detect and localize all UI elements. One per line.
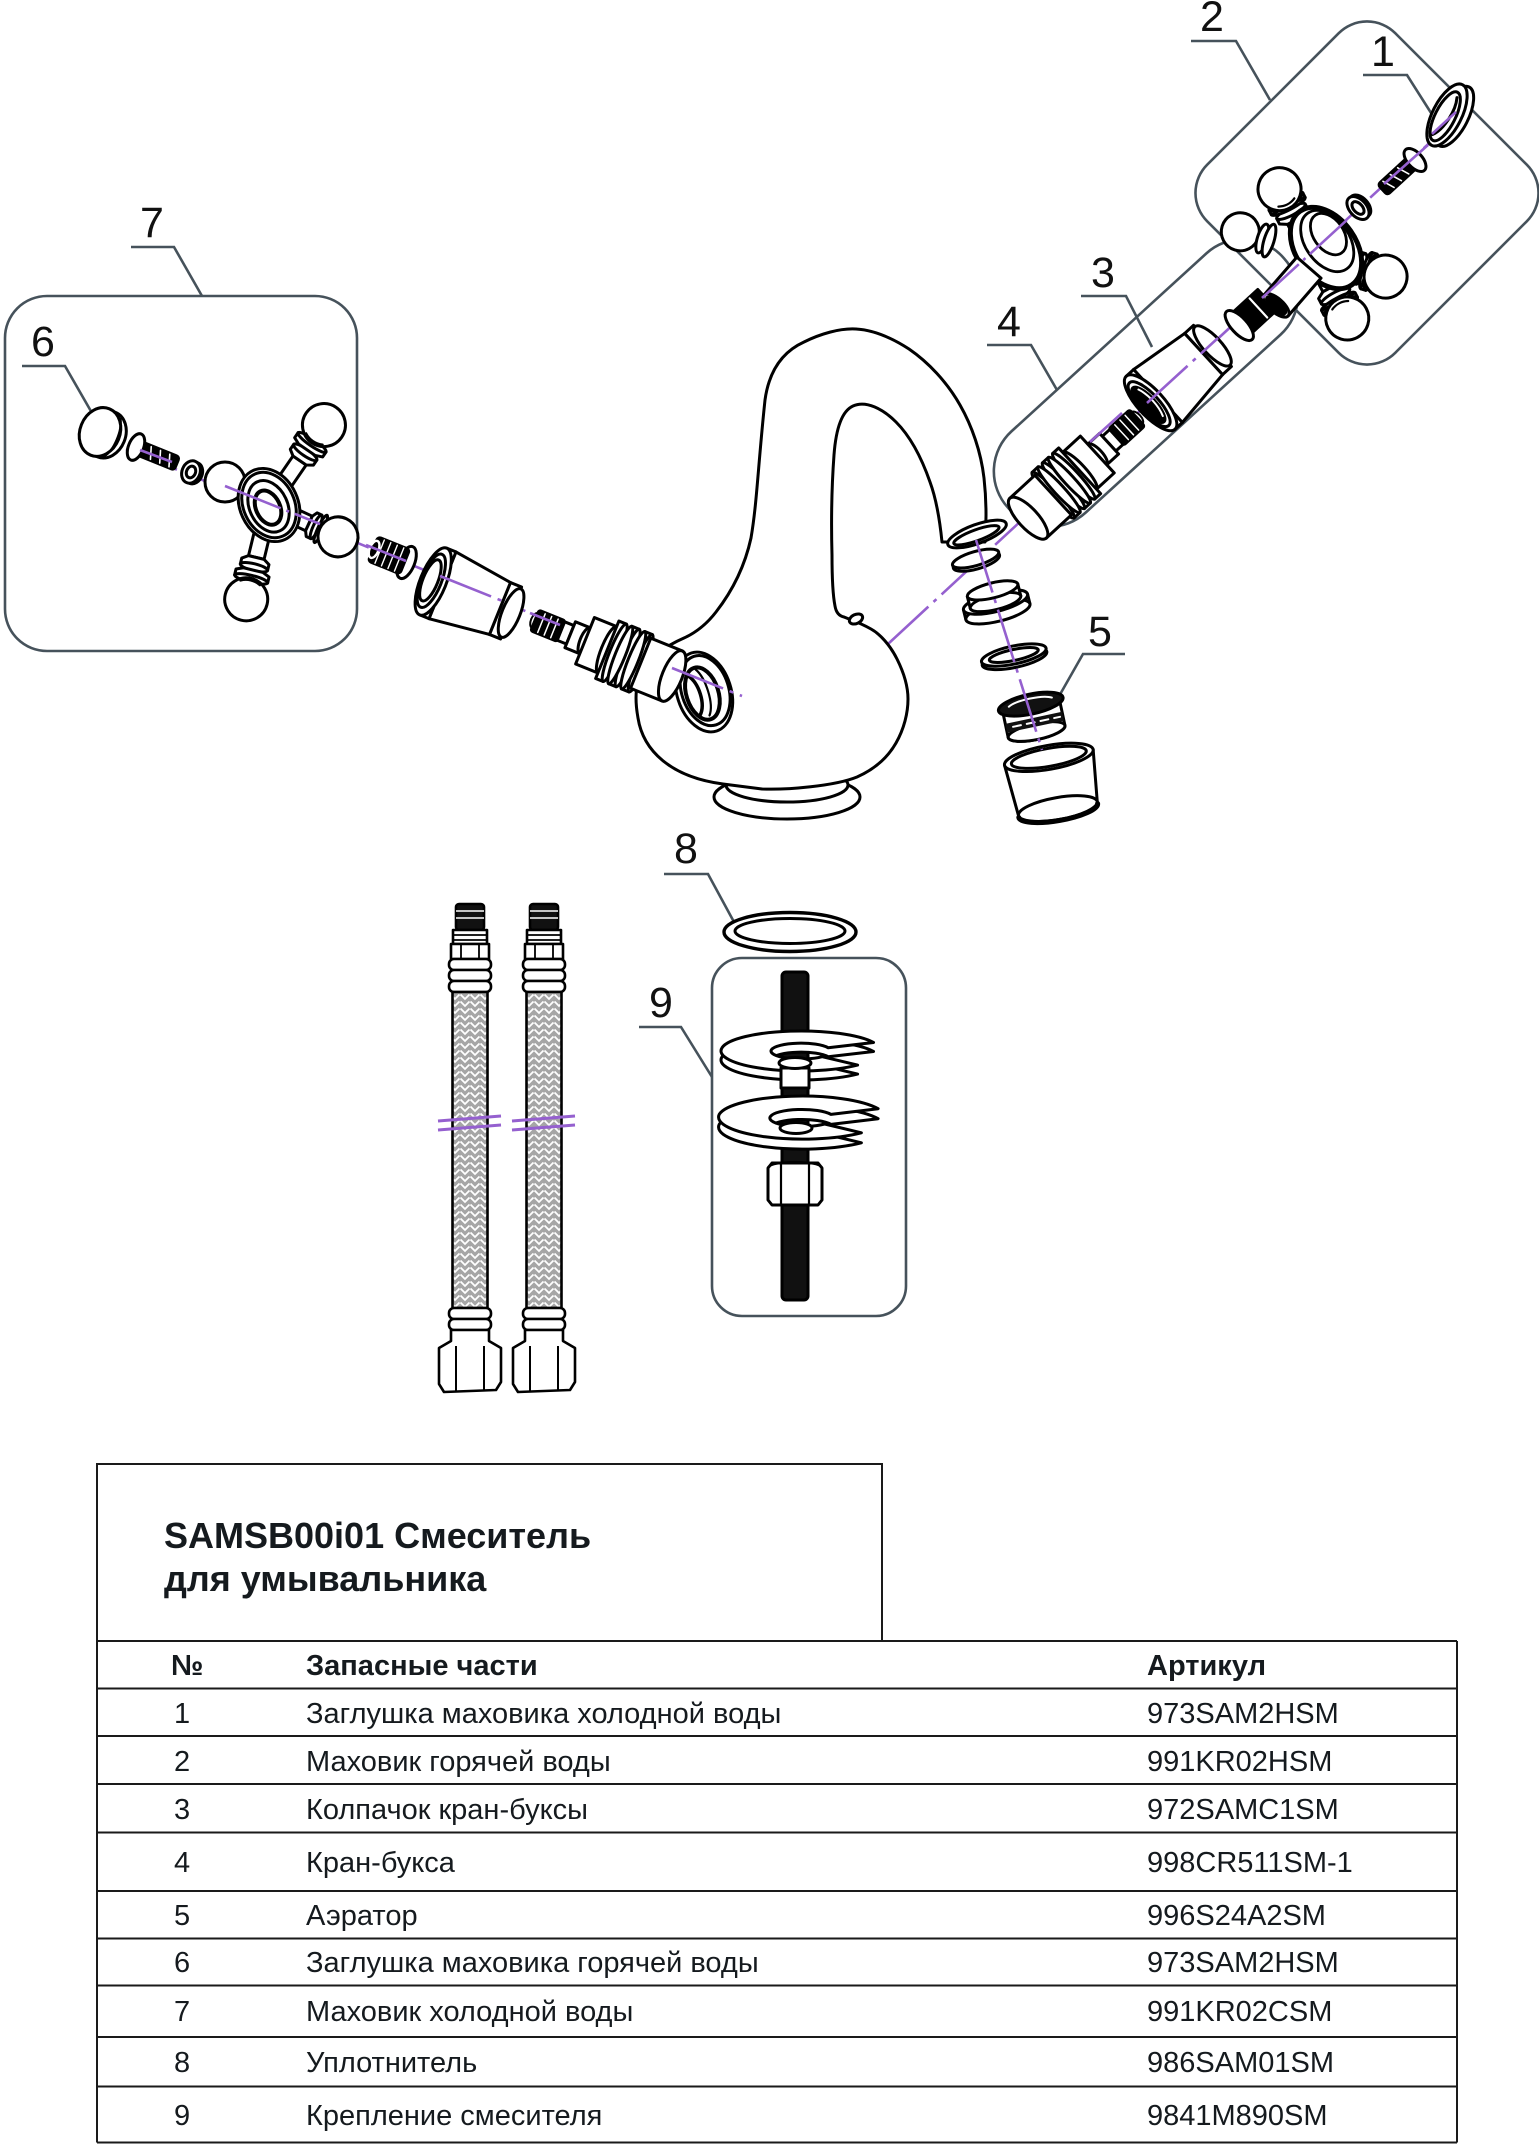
svg-text:973SAM2HSM: 973SAM2HSM (1147, 1947, 1339, 1979)
svg-text:Заглушка маховика горячей воды: Заглушка маховика горячей воды (306, 1947, 759, 1979)
svg-text:7: 7 (174, 1996, 190, 2028)
svg-text:972SAMC1SM: 972SAMC1SM (1147, 1794, 1339, 1826)
svg-text:6: 6 (174, 1947, 190, 1979)
svg-text:9: 9 (649, 979, 673, 1027)
svg-text:991KR02HSM: 991KR02HSM (1147, 1746, 1332, 1778)
svg-text:Уплотнитель: Уплотнитель (306, 2047, 477, 2079)
svg-text:для умывальника: для умывальника (164, 1558, 487, 1599)
svg-text:Кран-букса: Кран-букса (306, 1847, 456, 1879)
svg-text:1: 1 (174, 1698, 190, 1730)
svg-text:4: 4 (997, 298, 1021, 346)
svg-text:3: 3 (174, 1794, 190, 1826)
svg-text:991KR02CSM: 991KR02CSM (1147, 1996, 1332, 2028)
svg-text:7: 7 (140, 199, 164, 247)
svg-text:Заглушка маховика холодной вод: Заглушка маховика холодной воды (306, 1698, 781, 1730)
svg-text:8: 8 (674, 825, 698, 873)
svg-text:Запасные части: Запасные части (306, 1650, 538, 1682)
svg-text:998CR511SM-1: 998CR511SM-1 (1147, 1847, 1353, 1879)
svg-text:№: № (171, 1650, 203, 1682)
svg-text:2: 2 (1200, 0, 1224, 41)
svg-text:Артикул: Артикул (1147, 1650, 1266, 1682)
svg-text:SAMSB00i01 Смеситель: SAMSB00i01 Смеситель (164, 1515, 591, 1556)
svg-text:Маховик холодной воды: Маховик холодной воды (306, 1996, 633, 2028)
svg-text:Крепление смесителя: Крепление смесителя (306, 2100, 602, 2132)
svg-text:4: 4 (174, 1847, 190, 1879)
svg-text:Колпачок кран-буксы: Колпачок кран-буксы (306, 1794, 588, 1826)
svg-text:9: 9 (174, 2100, 190, 2132)
svg-text:8: 8 (174, 2047, 190, 2079)
svg-text:6: 6 (31, 318, 55, 366)
svg-text:5: 5 (174, 1900, 190, 1932)
svg-text:Маховик горячей воды: Маховик горячей воды (306, 1746, 611, 1778)
svg-text:1: 1 (1371, 28, 1395, 76)
svg-text:5: 5 (1088, 608, 1112, 656)
svg-text:3: 3 (1091, 249, 1115, 297)
svg-text:2: 2 (174, 1746, 190, 1778)
svg-text:973SAM2HSM: 973SAM2HSM (1147, 1698, 1339, 1730)
svg-text:Аэратор: Аэратор (306, 1900, 418, 1932)
svg-text:986SAM01SM: 986SAM01SM (1147, 2047, 1334, 2079)
svg-text:9841M890SM: 9841M890SM (1147, 2100, 1328, 2132)
svg-text:996S24A2SM: 996S24A2SM (1147, 1900, 1326, 1932)
